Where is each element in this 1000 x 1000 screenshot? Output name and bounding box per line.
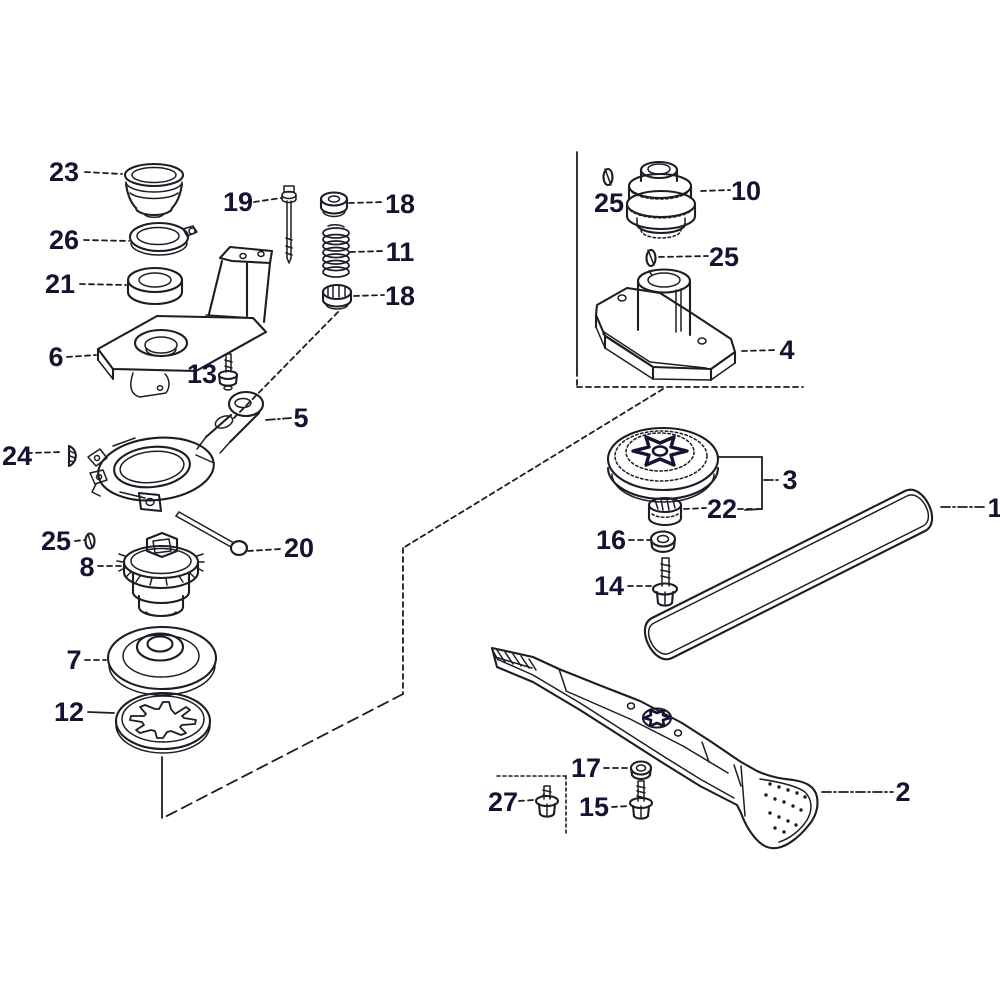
callout-labels: 23 26 21 19 18 11 18 6 13 5 24 25 8 20 7…: [2, 157, 1000, 822]
part-25-mid-pin-drawing: [645, 248, 657, 268]
part-11-spring-drawing: [322, 224, 350, 278]
assembly-axis-line-18-to-5: [233, 311, 339, 419]
callout-14: 14: [594, 571, 624, 601]
part-3-pulley-drawing: [606, 426, 720, 503]
detail-boundary-lines: [161, 151, 804, 819]
part-20-bolt-drawing: [175, 511, 249, 557]
callout-22: 22: [707, 494, 737, 524]
callout-6: 6: [48, 342, 63, 372]
part-18b-nut-drawing: [321, 283, 353, 310]
part-2-blade-drawing: [490, 646, 819, 850]
part-14-bolt-drawing: [651, 557, 679, 607]
part-1-belt-drawing: [643, 488, 934, 661]
callout-4: 4: [779, 335, 794, 365]
callout-15: 15: [579, 792, 609, 822]
callout-25-mid: 25: [709, 242, 739, 272]
part-18a-nut-drawing: [319, 191, 349, 218]
callout-2: 2: [895, 777, 910, 807]
part-25-left-pin-drawing: [84, 532, 96, 550]
part-6-bracket-drawing: [96, 245, 274, 398]
callout-24: 24: [2, 441, 32, 471]
part-22-bushing-drawing: [647, 496, 683, 527]
callout-13: 13: [187, 359, 217, 389]
callout-17: 17: [571, 753, 601, 783]
callout-1: 1: [987, 493, 1000, 523]
callout-5: 5: [293, 403, 308, 433]
part-15-bolt-drawing: [628, 780, 654, 820]
callout-19: 19: [223, 187, 253, 217]
part-26-clamp-drawing: [128, 221, 198, 256]
part-5-holder-drawing: [87, 390, 265, 513]
part-16-nut-drawing: [649, 530, 677, 553]
callout-7: 7: [66, 645, 81, 675]
part-27-bolt-drawing: [534, 785, 560, 818]
callout-3: 3: [782, 465, 797, 495]
callout-10: 10: [731, 176, 761, 206]
part-12-lock-washer-drawing: [114, 691, 212, 754]
part-21-ring-drawing: [126, 266, 184, 306]
callout-11: 11: [386, 237, 415, 267]
callout-16: 16: [596, 525, 626, 555]
callout-18a: 18: [385, 189, 415, 219]
part-10-damper-drawing: [625, 160, 697, 239]
part-13-bolt-drawing: [217, 353, 239, 391]
part-24-key-drawing: [67, 444, 77, 468]
part-17-nut-drawing: [629, 760, 653, 781]
callout-25-top: 25: [594, 188, 624, 218]
part-25-top-pin-drawing: [602, 167, 614, 187]
callout-18b: 18: [385, 281, 415, 311]
callout-21: 21: [45, 269, 75, 299]
callout-25-left: 25: [41, 526, 71, 556]
callout-12: 12: [54, 697, 84, 727]
part-4-blade-holder-drawing: [594, 268, 737, 382]
blade-wing-perforations: [764, 782, 807, 834]
part-23-cushion-drawing: [123, 162, 185, 218]
callout-20: 20: [284, 533, 314, 563]
leader-lines: [26, 171, 987, 808]
part-19-bolt-drawing: [281, 185, 297, 264]
callout-26: 26: [49, 225, 79, 255]
part-7-disc-drawing: [106, 625, 218, 696]
bracket-3: [718, 456, 780, 511]
callout-23: 23: [49, 157, 79, 187]
callout-27: 27: [488, 787, 518, 817]
part-8-damper-drawing: [116, 531, 205, 618]
callout-8: 8: [79, 552, 94, 582]
bracket-27: [496, 775, 567, 836]
